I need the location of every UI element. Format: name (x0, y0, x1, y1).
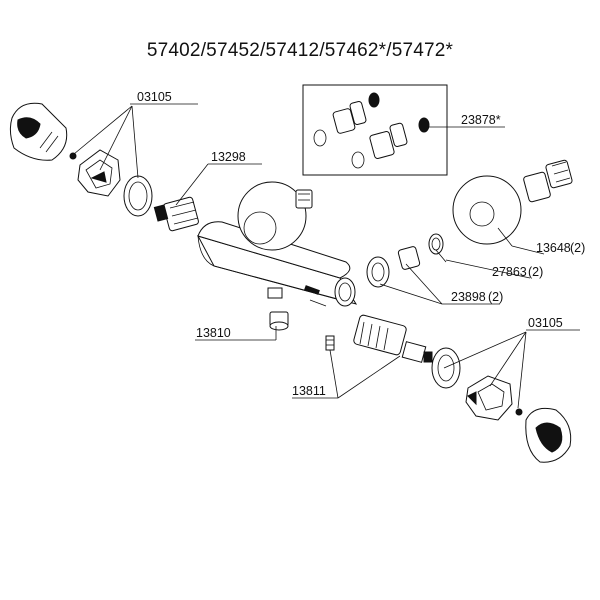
inset-fitting-lower (351, 117, 430, 169)
label-27863-qty: (2) (528, 265, 543, 279)
label-03105-bottom: 03105 (528, 316, 563, 330)
inset-box-23878 (302, 84, 448, 176)
diagram-title: 57402/57452/57412/57462*/57472* (146, 40, 454, 61)
label-23898-qty: (2) (488, 290, 503, 304)
label-13810: 13810 (196, 326, 231, 340)
handle-bottom-right (525, 407, 572, 463)
label-13298: 13298 (211, 150, 246, 164)
leader-lines (73, 103, 580, 409)
label-27863: 27863 (492, 265, 527, 279)
label-13648-qty: (2) (570, 241, 585, 255)
nut-23898 (366, 256, 390, 288)
label-23878: 23878* (461, 113, 501, 127)
screw-top-left (69, 152, 77, 160)
check-valve-27863 (397, 233, 444, 270)
handle-adapter-bottom-right (465, 375, 513, 421)
inset-fitting-upper (313, 92, 380, 147)
label-13811: 13811 (292, 384, 326, 398)
label-13648: 13648 (536, 241, 571, 255)
thermo-cartridge-right (353, 314, 433, 363)
cover-ring-top-left (123, 175, 153, 217)
label-23898: 23898 (451, 290, 486, 304)
outlet-fitting-13810 (269, 311, 289, 331)
connection-disc-13648 (452, 175, 522, 245)
handle-adapter-top-left (77, 149, 121, 197)
cartridge-13298 (153, 196, 199, 232)
screw-bottom-right (515, 408, 523, 416)
handle-top-left (9, 102, 68, 161)
mixer-body (196, 181, 358, 307)
stop-screw-13811 (325, 335, 335, 351)
s-union-right (523, 159, 573, 203)
cover-ring-bottom-right (431, 347, 461, 389)
label-03105-top: 03105 (137, 90, 172, 104)
